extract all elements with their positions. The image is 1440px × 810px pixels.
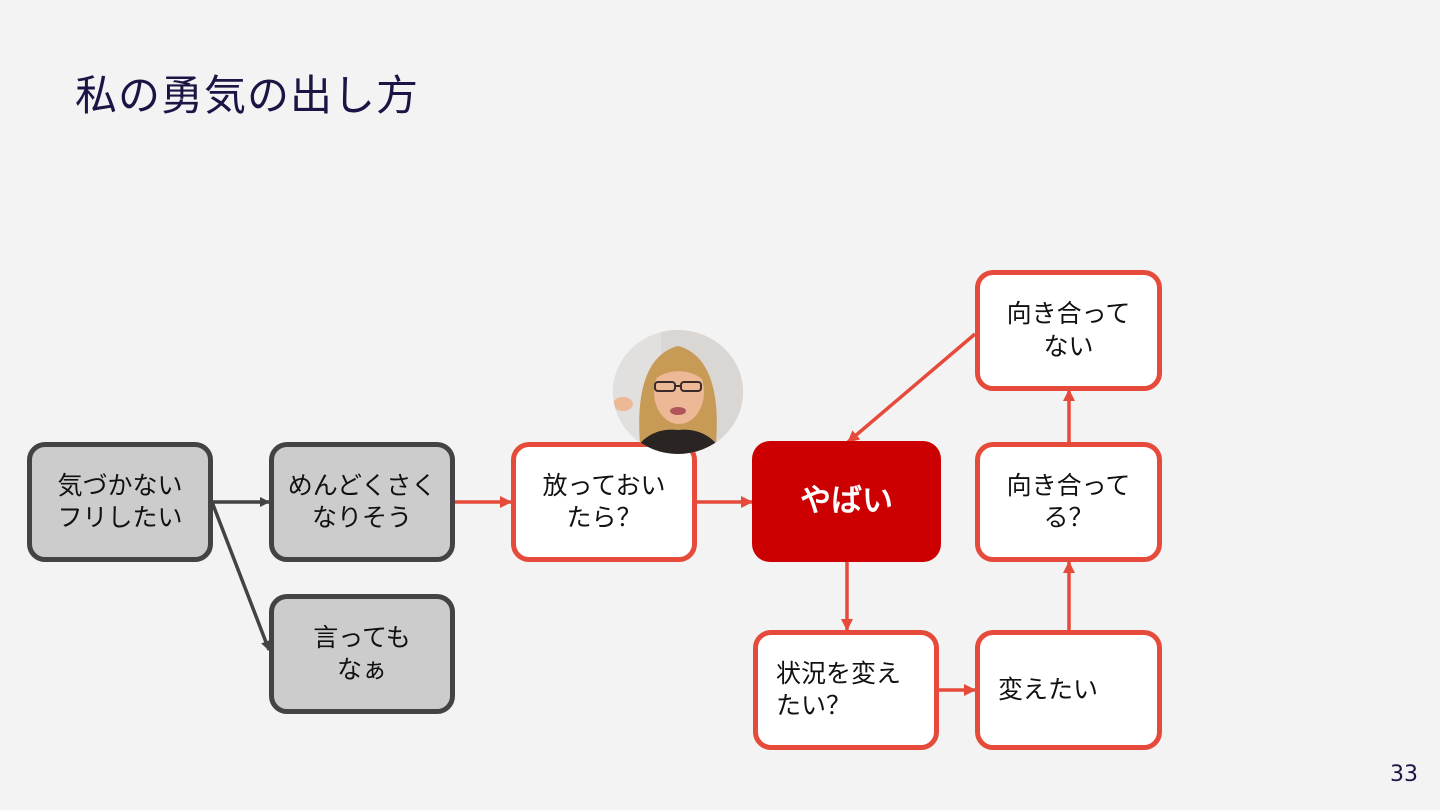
person-photo-icon: [613, 330, 743, 454]
node-joukyou-kaetai: 状況を変え たい？: [753, 630, 939, 750]
slide-title: 私の勇気の出し方: [75, 71, 420, 120]
node-ittemo-naa: 言っても なぁ: [269, 594, 455, 714]
edge-n1-n3: [210, 501, 271, 651]
node-mendokusaku-narisou: めんどくさく なりそう: [269, 442, 455, 562]
node-yabai: やばい: [752, 441, 941, 562]
node-hottoitara: 放っておい たら？: [511, 442, 697, 562]
edge-n9-n5: [846, 332, 977, 444]
page-number: 33: [1390, 762, 1418, 787]
node-mukiattenai: 向き合って ない: [975, 270, 1162, 391]
node-kizukanai-furi-shitai: 気づかない フリしたい: [27, 442, 213, 562]
node-kaetai: 変えたい: [975, 630, 1162, 750]
node-mukiatteru: 向き合って る？: [975, 442, 1162, 562]
